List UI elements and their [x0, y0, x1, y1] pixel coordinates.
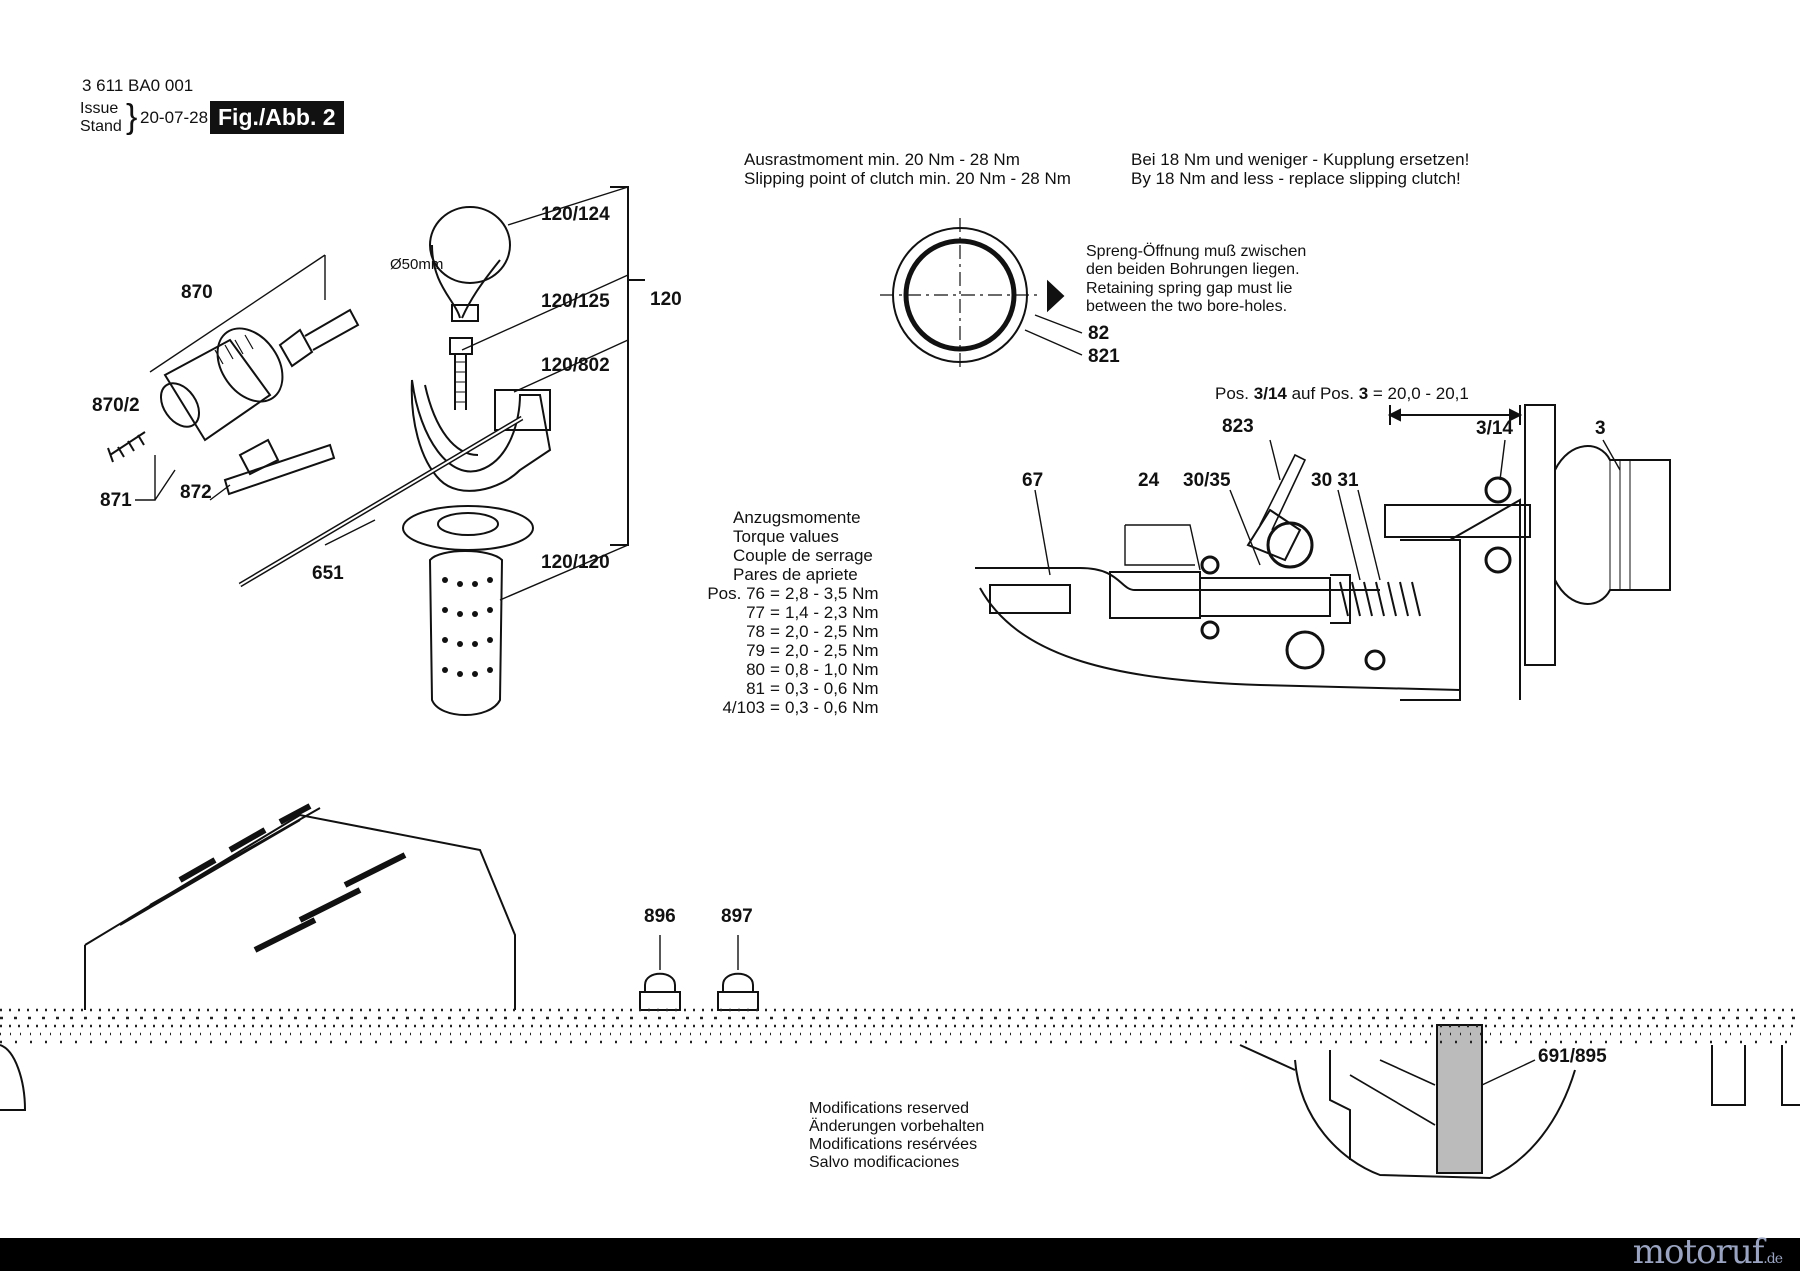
- stand-label: Stand: [80, 118, 122, 135]
- clutch-note-de: Ausrastmoment min. 20 Nm - 28 Nm: [744, 150, 1020, 169]
- modifications-en: Modifications reserved: [809, 1100, 970, 1117]
- drill-chuck: [159, 327, 284, 442]
- part-label-871: 871: [100, 490, 132, 511]
- issue-date: 20-07-28: [140, 108, 209, 127]
- bracket-120: [610, 186, 645, 546]
- torque-row: 80=0,8 - 1,0 Nm: [746, 660, 879, 679]
- watermark-logo: motoruf.de: [1632, 1232, 1783, 1272]
- issue-label: Issue: [80, 100, 119, 117]
- torque-heading-es: Pares de apriete: [733, 565, 858, 584]
- torque-row: Pos. 76=2,8 - 3,5 Nm: [707, 584, 879, 603]
- part-label-120-802: 120/802: [541, 355, 610, 376]
- torque-table: Anzugsmomente Torque values Couple de se…: [707, 508, 878, 717]
- part-label-30-35: 30/35: [1183, 470, 1231, 491]
- replace-note-en: By 18 Nm and less - replace slipping clu…: [1131, 169, 1461, 188]
- torque-heading-de: Anzugsmomente: [733, 508, 861, 527]
- handle-yoke: [410, 379, 552, 492]
- modifications-fr: Modifications resérvées: [809, 1136, 978, 1153]
- torque-row: 79=2,0 - 2,5 Nm: [746, 641, 879, 660]
- part-label-651: 651: [312, 563, 344, 584]
- carbon-brush-detail: [0, 1024, 1800, 1180]
- part-label-870: 870: [181, 282, 213, 303]
- scan-noise-band: [0, 1008, 1800, 1044]
- issue-brace: }: [126, 98, 138, 136]
- torque-row: 4/103=0,3 - 0,6 Nm: [722, 698, 879, 717]
- doc-number: 3 611 BA0 001: [82, 76, 194, 95]
- replace-note-de: Bei 18 Nm und weniger - Kupplung ersetze…: [1131, 150, 1470, 169]
- position-ref: 3: [1358, 384, 1369, 403]
- part-label-897: 897: [721, 906, 753, 927]
- modifications-de: Änderungen vorbehalten: [809, 1118, 985, 1135]
- clutch-note-en: Slipping point of clutch min. 20 Nm - 28…: [744, 169, 1071, 188]
- position-mid: auf Pos.: [1291, 384, 1354, 403]
- part-label-120-124: 120/124: [541, 204, 610, 225]
- torque-heading-en: Torque values: [733, 527, 839, 546]
- spring-note-en-2: between the two bore-holes.: [1086, 298, 1288, 315]
- part-label-24: 24: [1138, 470, 1160, 491]
- chuck-screw: [107, 431, 146, 463]
- part-label-67: 67: [1022, 470, 1044, 491]
- part-label-823: 823: [1222, 416, 1254, 437]
- modifications-note: Modifications reserved Änderungen vorbeh…: [809, 1100, 984, 1172]
- part-label-3-14: 3/14: [1476, 418, 1513, 439]
- torque-row: 78=2,0 - 2,5 Nm: [746, 622, 879, 641]
- carrying-case: [84, 803, 516, 1010]
- part-label-896: 896: [644, 906, 676, 927]
- figure-badge: Fig./Abb. 2: [210, 101, 344, 134]
- clamp-ring: [429, 206, 511, 322]
- footer-bar: [0, 1238, 1800, 1271]
- spring-note-de-2: den beiden Bohrungen liegen.: [1086, 261, 1300, 278]
- chuck-adapter: [278, 308, 360, 368]
- spring-note-en-1: Retaining spring gap must lie: [1086, 280, 1293, 297]
- part-label-872: 872: [180, 482, 212, 503]
- clutch-cross-section: [975, 404, 1671, 701]
- retaining-ring-detail: [880, 218, 1083, 372]
- part-label-120-125: 120/125: [541, 291, 610, 312]
- side-handle-grip: [402, 505, 534, 716]
- part-label-691-895: 691/895: [1538, 1046, 1607, 1067]
- part-label-30-31: 30 31: [1311, 470, 1359, 491]
- cap-897: [717, 935, 759, 1011]
- part-label-82: 82: [1088, 323, 1110, 344]
- position-note: Pos. 3/14 auf Pos. 3 = 20,0 - 20,1: [1215, 384, 1469, 403]
- modifications-es: Salvo modificaciones: [809, 1154, 960, 1171]
- diameter-label: Ø50mm: [390, 256, 444, 273]
- part-label-3: 3: [1595, 418, 1606, 439]
- chuck-key: [223, 438, 336, 496]
- spring-note-de-1: Spreng-Öffnung muß zwischen: [1086, 243, 1307, 260]
- part-label-870-2: 870/2: [92, 395, 140, 416]
- torque-row: 77=1,4 - 2,3 Nm: [746, 603, 879, 622]
- part-label-120-120: 120/120: [541, 552, 610, 573]
- torque-heading-fr: Couple de serrage: [733, 546, 873, 565]
- position-value: = 20,0 - 20,1: [1372, 384, 1469, 403]
- clamp-bolt: [449, 337, 473, 410]
- part-label-821: 821: [1088, 346, 1120, 367]
- torque-row: 81=0,3 - 0,6 Nm: [746, 679, 879, 698]
- position-part: 3/14: [1253, 384, 1287, 403]
- cap-896: [639, 935, 681, 1011]
- position-prefix: Pos.: [1215, 384, 1250, 403]
- part-label-120: 120: [650, 289, 682, 310]
